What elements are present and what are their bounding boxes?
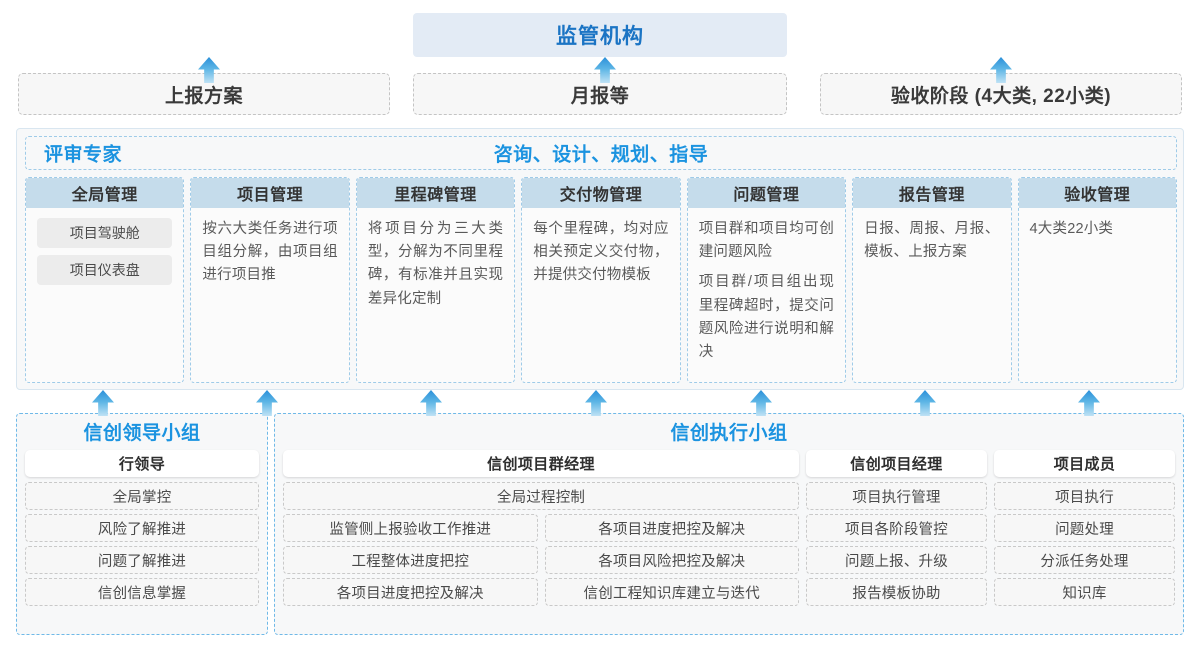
management-text-2-0: 将项目分为三大类型，分解为不同里程碑，有标准并且实现差异化定制 bbox=[367, 221, 504, 307]
middle-panel-header: 评审专家 咨询、设计、规划、指导 bbox=[25, 136, 1177, 170]
management-text-6-0: 4大类22小类 bbox=[1029, 221, 1114, 237]
program-manager-subcolumns: 监管侧上报验收工作推进工程整体进度把控各项目进度把控及解决 各项目进度把控及解决… bbox=[283, 514, 799, 610]
leader-group-panel: 信创领导小组 行领导 全局掌控风险了解推进问题了解推进信创信息掌握 bbox=[16, 413, 268, 635]
management-column-body-6: 4大类22小类 bbox=[1019, 208, 1176, 382]
management-text-3-0: 每个里程碑，均对应相关预定义交付物，并提供交付物模板 bbox=[533, 221, 669, 284]
leader-role-header: 行领导 bbox=[25, 450, 259, 477]
project-member-role-header: 项目成员 bbox=[994, 450, 1175, 477]
project-manager-task-1: 项目各阶段管控 bbox=[806, 514, 987, 542]
project-manager-task-0: 项目执行管理 bbox=[806, 482, 987, 510]
management-column-6: 验收管理 4大类22小类 bbox=[1017, 177, 1177, 383]
exec-columns: 信创项目群经理 全局过程控制 监管侧上报验收工作推进工程整体进度把控各项目进度把… bbox=[283, 450, 1175, 636]
management-column-body-5: 日报、周报、月报、模板、上报方案 bbox=[853, 208, 1010, 382]
management-column-3: 交付物管理每个里程碑，均对应相关预定义交付物，并提供交付物模板 bbox=[521, 177, 681, 383]
middle-panel: 评审专家 咨询、设计、规划、指导 全局管理项目驾驶舱项目仪表盘项目管理按六大类任… bbox=[16, 128, 1184, 390]
leader-task-2: 问题了解推进 bbox=[25, 546, 259, 574]
regulator-banner: 监管机构 bbox=[413, 13, 787, 57]
management-column-2: 里程碑管理将项目分为三大类型，分解为不同里程碑，有标准并且实现差异化定制 bbox=[355, 177, 516, 383]
project-member-task-0: 项目执行 bbox=[994, 482, 1175, 510]
program-manager-right-tasks: 各项目进度把控及解决各项目风险把控及解决信创工程知识库建立与迭代 bbox=[544, 514, 799, 610]
management-column-body-1: 按六大类任务进行项目组分解，由项目组进行项目推 bbox=[191, 208, 348, 382]
leader-task-list: 全局掌控风险了解推进问题了解推进信创信息掌握 bbox=[25, 482, 259, 606]
management-text-4-1: 项目群/项目组出现里程碑超时，提交问题风险进行说明和解决 bbox=[698, 274, 835, 360]
program-manager-column: 信创项目群经理 全局过程控制 监管侧上报验收工作推进工程整体进度把控各项目进度把… bbox=[283, 450, 799, 636]
project-member-task-list: 项目执行问题处理分派任务处理知识库 bbox=[994, 482, 1175, 610]
review-experts-label: 评审专家 bbox=[44, 144, 123, 166]
management-column-header-0: 全局管理 bbox=[26, 178, 184, 208]
leader-task-3: 信创信息掌握 bbox=[25, 578, 259, 606]
project-member-task-1: 问题处理 bbox=[994, 514, 1175, 542]
management-column-1: 项目管理按六大类任务进行项目组分解，由项目组进行项目推 bbox=[190, 177, 350, 383]
management-column-5: 报告管理日报、周报、月报、模板、上报方案 bbox=[852, 177, 1012, 383]
pm-right-task-2: 信创工程知识库建立与迭代 bbox=[544, 578, 799, 606]
project-manager-role-header: 信创项目经理 bbox=[806, 450, 987, 477]
leader-group-title: 信创领导小组 bbox=[83, 423, 201, 444]
report-boxes-row: 上报方案 月报等 验收阶段 (4大类, 22小类) bbox=[0, 73, 1200, 115]
management-column-0: 全局管理项目驾驶舱项目仪表盘 bbox=[25, 177, 185, 383]
management-column-header-4: 问题管理 bbox=[687, 178, 846, 208]
management-columns: 全局管理项目驾驶舱项目仪表盘项目管理按六大类任务进行项目组分解，由项目组进行项目… bbox=[25, 177, 1177, 383]
leader-task-0: 全局掌控 bbox=[25, 482, 259, 510]
pm-left-task-2: 各项目进度把控及解决 bbox=[283, 578, 538, 606]
report-box-plan: 上报方案 bbox=[18, 73, 390, 115]
project-member-task-3: 知识库 bbox=[994, 578, 1175, 606]
pm-right-task-1: 各项目风险把控及解决 bbox=[544, 546, 799, 574]
management-column-body-3: 每个里程碑，均对应相关预定义交付物，并提供交付物模板 bbox=[522, 208, 679, 382]
management-column-header-3: 交付物管理 bbox=[522, 178, 680, 208]
management-text-5-0: 日报、周报、月报、模板、上报方案 bbox=[864, 221, 1000, 261]
management-text-1-0: 按六大类任务进行项目组分解，由项目组进行项目推 bbox=[202, 221, 338, 284]
management-column-4: 问题管理项目群和项目均可创建问题风险项目群/项目组出现里程碑超时，提交问题风险进… bbox=[686, 177, 847, 383]
pm-left-task-1: 工程整体进度把控 bbox=[283, 546, 538, 574]
management-pill-0-0: 项目驾驶舱 bbox=[37, 218, 173, 248]
project-manager-task-2: 问题上报、升级 bbox=[806, 546, 987, 574]
pm-right-task-0: 各项目进度把控及解决 bbox=[544, 514, 799, 542]
management-column-header-6: 验收管理 bbox=[1018, 178, 1176, 208]
project-manager-column: 信创项目经理 项目执行管理项目各阶段管控问题上报、升级报告模板协助 bbox=[806, 450, 987, 636]
program-manager-role-header: 信创项目群经理 bbox=[283, 450, 799, 477]
project-manager-task-3: 报告模板协助 bbox=[806, 578, 987, 606]
pm-left-task-0: 监管侧上报验收工作推进 bbox=[283, 514, 538, 542]
management-column-header-5: 报告管理 bbox=[853, 178, 1011, 208]
management-column-header-1: 项目管理 bbox=[191, 178, 349, 208]
project-member-column: 项目成员 项目执行问题处理分派任务处理知识库 bbox=[994, 450, 1175, 636]
exec-group-panel: 信创执行小组 信创项目群经理 全局过程控制 监管侧上报验收工作推进工程整体进度把… bbox=[274, 413, 1184, 635]
program-manager-global-task: 全局过程控制 bbox=[283, 482, 799, 510]
management-column-body-0: 项目驾驶舱项目仪表盘 bbox=[26, 208, 183, 382]
management-pill-0-1: 项目仪表盘 bbox=[37, 255, 173, 285]
exec-group-title: 信创执行小组 bbox=[670, 423, 788, 444]
project-member-task-2: 分派任务处理 bbox=[994, 546, 1175, 574]
management-column-body-2: 将项目分为三大类型，分解为不同里程碑，有标准并且实现差异化定制 bbox=[357, 208, 514, 382]
management-text-4-0: 项目群和项目均可创建问题风险 bbox=[698, 221, 835, 261]
project-manager-task-list: 项目执行管理项目各阶段管控问题上报、升级报告模板协助 bbox=[806, 482, 987, 610]
leader-task-1: 风险了解推进 bbox=[25, 514, 259, 542]
program-manager-left-tasks: 监管侧上报验收工作推进工程整体进度把控各项目进度把控及解决 bbox=[283, 514, 538, 610]
report-box-monthly: 月报等 bbox=[413, 73, 787, 115]
management-column-body-4: 项目群和项目均可创建问题风险项目群/项目组出现里程碑超时，提交问题风险进行说明和… bbox=[688, 208, 845, 382]
consulting-label: 咨询、设计、规划、指导 bbox=[493, 144, 709, 166]
management-column-header-2: 里程碑管理 bbox=[356, 178, 515, 208]
